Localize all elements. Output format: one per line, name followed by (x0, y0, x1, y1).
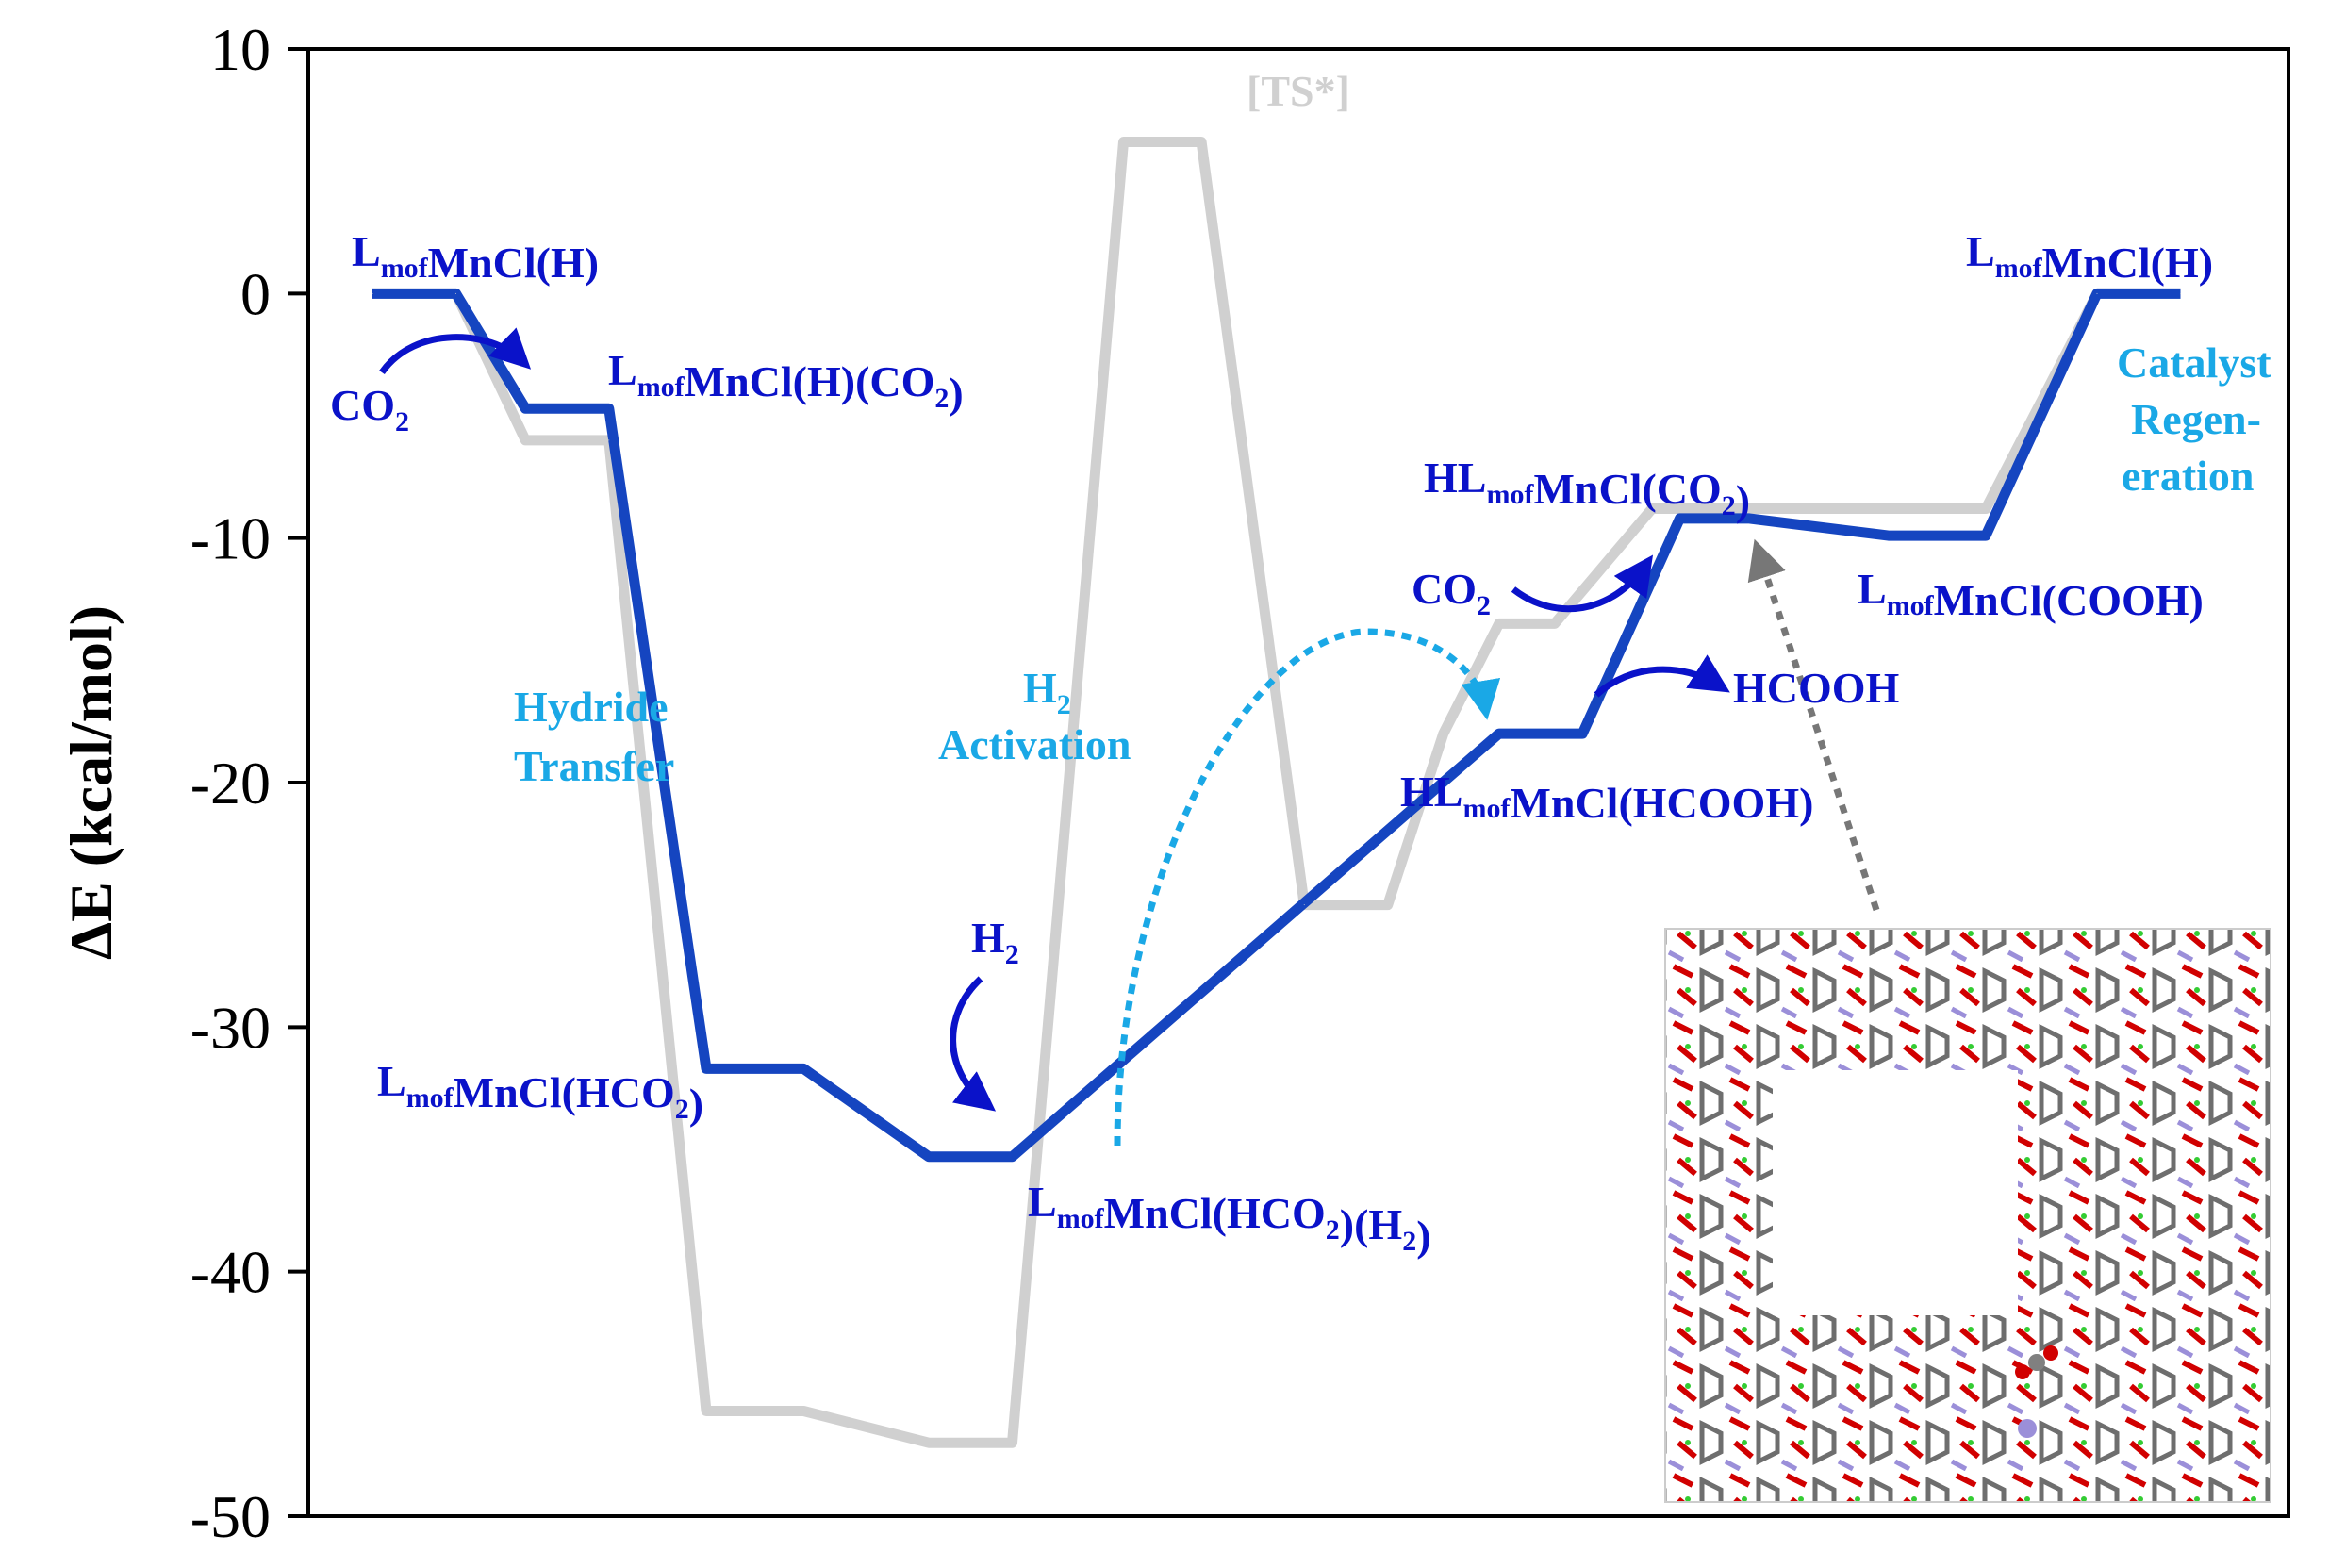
y-tick-label: -50 (190, 1483, 271, 1550)
inset-pointer-arrow (1747, 538, 1880, 912)
series-point (608, 407, 610, 409)
label-lmofmncl-hco2: LmofMnCl(HCO2) (377, 1057, 703, 1128)
co2-addition-arrow (379, 327, 532, 375)
label-hydride: Hydride (514, 683, 669, 731)
series-points (372, 141, 2181, 1444)
series-point (524, 439, 526, 441)
label-catalyst: Catalyst (2117, 338, 2271, 387)
y-axis-ticks: 10 0 -10 -20 -30 -40 -50 (190, 16, 308, 1550)
series-point (1123, 141, 1124, 143)
label-lmofmncl-h-end: LmofMnCl(H) (1966, 227, 2213, 287)
series-point (1200, 141, 1202, 143)
label-regen: Regen- (2131, 395, 2261, 443)
series-point (802, 1067, 804, 1069)
label-co2-reactant: CO2 (330, 381, 409, 437)
series-point (1651, 508, 1653, 510)
series-point (455, 292, 456, 294)
label-h2-reactant: H2 (971, 914, 1019, 970)
y-tick-label: -30 (190, 994, 271, 1061)
label-lmofmncl-cooh: LmofMnCl(COOH) (1858, 565, 2204, 624)
series-point (1748, 518, 1750, 520)
h2-activation-arrow (1114, 628, 1501, 1147)
y-tick-label: 0 (240, 260, 271, 327)
label-hlmofmncl-hcooh: HLmofMnCl(HCOOH) (1400, 767, 1813, 827)
series-point (2096, 292, 2098, 294)
series-point (1888, 508, 1890, 510)
label-co2-reactant-2: CO2 (1412, 565, 1491, 621)
hcooh-release-arrow (1594, 654, 1730, 698)
y-tick-label: -40 (190, 1239, 271, 1306)
y-tick-label: -10 (190, 505, 271, 572)
series-point (1679, 518, 1680, 520)
series-point (372, 292, 373, 294)
series-point (928, 1442, 930, 1444)
label-eration: eration (2122, 452, 2255, 500)
label-lmofmncl-h-start: LmofMnCl(H) (352, 227, 599, 287)
label-hcooh-product: HCOOH (1733, 664, 1900, 712)
y-tick-label: -20 (190, 750, 271, 817)
series-point (608, 439, 610, 441)
label-activation: Activation (938, 720, 1131, 768)
arrows (379, 327, 1880, 1147)
series-point (1303, 904, 1305, 906)
series-point (524, 407, 526, 409)
label-hlmofmncl-co2: HLmofMnCl(CO2) (1424, 454, 1750, 524)
label-transition-state: [TS*] (1247, 67, 1350, 115)
inset-mof-structure-image (1664, 928, 2271, 1503)
series-point (1748, 508, 1750, 510)
series-point (2180, 292, 2181, 294)
label-transfer: Transfer (514, 742, 674, 790)
h2-addition-arrow (950, 976, 997, 1112)
series-point (1985, 508, 1987, 510)
series-point (1387, 904, 1389, 906)
y-tick-label: 10 (210, 16, 271, 83)
label-h2-activation-h2: H2 (1023, 664, 1071, 720)
co2-addition-arrow-2 (1511, 554, 1654, 613)
y-axis-label: ΔE (kcal/mol) (58, 605, 124, 960)
series-point (705, 1067, 707, 1069)
series-point (1012, 1156, 1013, 1158)
label-lmofmncl-h-co2: LmofMnCl(H)(CO2) (608, 346, 964, 417)
label-lmofmncl-hco2-h2: LmofMnCl(HCO2)(H2) (1028, 1178, 1431, 1260)
series-point (1498, 622, 1500, 624)
series-point (928, 1156, 930, 1158)
series-point (1554, 622, 1556, 624)
series-point (1012, 1442, 1013, 1444)
series-line-blue (372, 288, 2181, 1163)
